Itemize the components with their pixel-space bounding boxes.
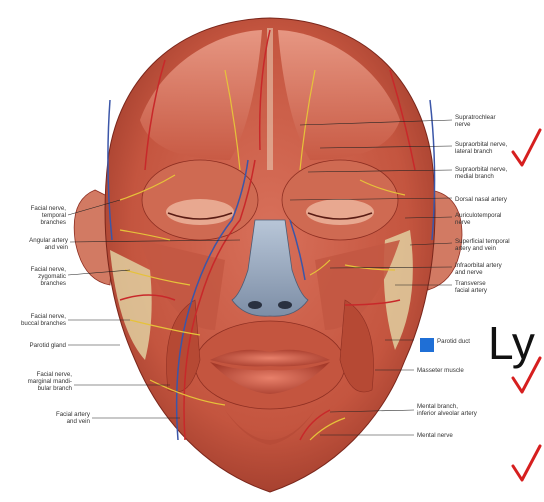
red-checkmark-icon <box>513 130 540 165</box>
label-parotid-gland: Parotid gland <box>2 342 66 349</box>
label-facial-nerve-zygomatic: Facial nerve, zygomatic branches <box>2 266 66 287</box>
label-mental-branch: Mental branch, inferior alveolar artery <box>417 403 477 417</box>
label-transverse-facial-artery: Transverse facial artery <box>455 280 487 294</box>
label-parotid-duct: Parotid duct <box>437 338 470 345</box>
label-supraorbital-nerve-medial: Supraorbital nerve, medial branch <box>455 166 507 180</box>
label-masseter-muscle: Masseter muscle <box>417 367 464 374</box>
label-facial-artery-vein: Facial artery and vein <box>2 411 90 425</box>
label-superficial-temporal-artery: Superficial temporal artery and vein <box>455 238 510 252</box>
label-supraorbital-nerve-lateral: Supraorbital nerve, lateral branch <box>455 141 507 155</box>
label-facial-nerve-buccal: Facial nerve, buccal branches <box>2 313 66 327</box>
label-dorsal-nasal-artery: Dorsal nasal artery <box>455 196 507 203</box>
blue-square-bullet-icon <box>420 338 434 352</box>
head <box>68 18 462 492</box>
label-facial-nerve-marginal-mandibular: Facial nerve, marginal mandi- bular bran… <box>2 371 72 392</box>
label-mental-nerve: Mental nerve <box>417 432 453 439</box>
label-facial-nerve-temporal: Facial nerve, temporal branches <box>2 205 66 226</box>
label-supratrochlear-nerve: Supratrochlear nerve <box>455 114 496 128</box>
red-checkmark-icon <box>513 446 540 480</box>
label-auriculotemporal-nerve: Auriculotemporal nerve <box>455 212 501 226</box>
label-infraorbital-artery-nerve: Infraorbital artery and nerve <box>455 262 502 276</box>
slide-partial-text: Ly <box>488 318 535 368</box>
label-angular-artery-vein: Angular artery and vein <box>2 237 68 251</box>
